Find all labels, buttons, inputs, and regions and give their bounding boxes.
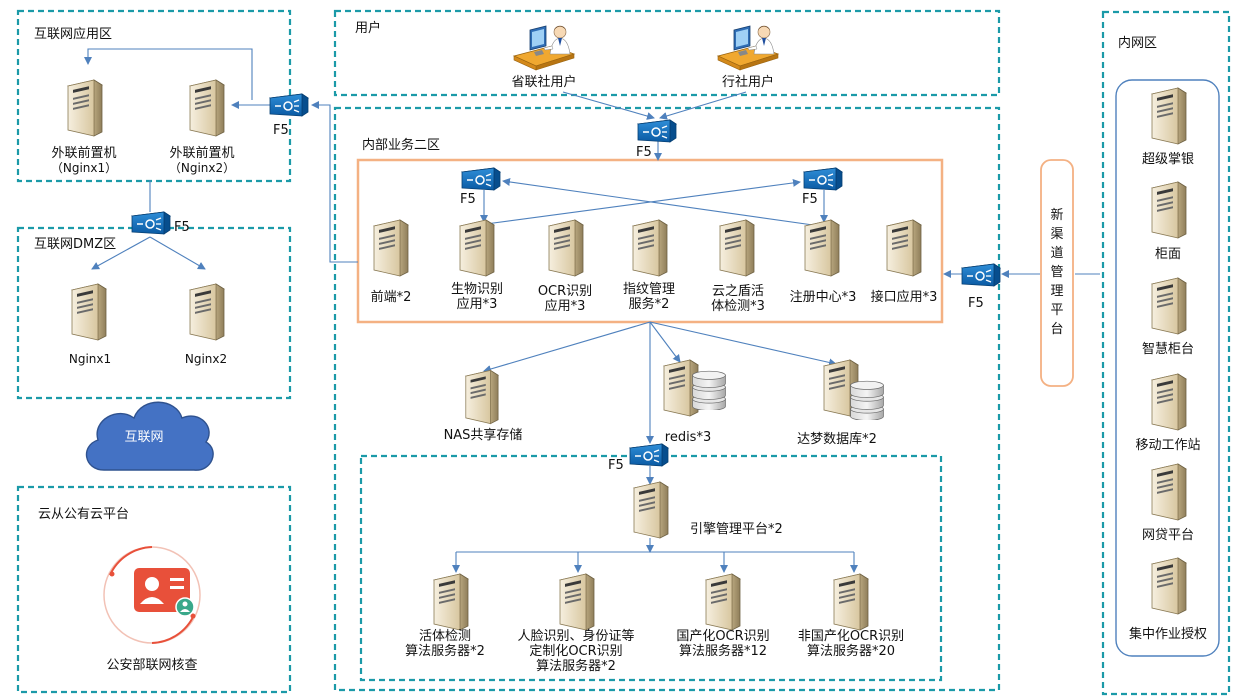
app-server-icon-interface [886, 219, 922, 277]
dameng-db-icon [850, 380, 884, 420]
f5-label-internet-app: F5 [273, 123, 289, 138]
zone-internet-app [16, 9, 292, 183]
algo-server-icon-domestic-ocr [705, 573, 741, 631]
dmz-server-label-1: Nginx1 [68, 352, 112, 366]
intranet-server-icon-5 [1151, 463, 1187, 521]
front-server-label-2: 外联前置机 （Nginx2） [168, 146, 236, 175]
algo-server-icon-foreign-ocr [833, 573, 869, 631]
branch-user-icon [717, 25, 779, 71]
intranet-label-6: 集中作业授权 [1128, 627, 1207, 642]
zone-intranet [1101, 10, 1231, 696]
zone-cloud [16, 485, 292, 694]
cloud-service-label: 公安部联网核查 [106, 658, 198, 673]
algo-server-icon-liveness [433, 573, 469, 631]
nas-server-icon [465, 369, 499, 425]
intranet-server-icon-3 [1151, 277, 1187, 335]
f5-label-dmz: F5 [174, 220, 190, 235]
app-label-bio: 生物识别 应用*3 [450, 282, 503, 312]
connections [84, 48, 1100, 573]
dameng-label: 达梦数据库*2 [797, 432, 877, 447]
algo-label-liveness: 活体检测 算法服务器*2 [405, 629, 485, 659]
f5-icon-dmz [131, 211, 171, 235]
front-server-icon-2 [189, 79, 225, 137]
app-label-liveness: 云之盾活 体检测*3 [711, 284, 765, 314]
province-user-icon [513, 25, 575, 71]
intranet-label-5: 网贷平台 [1141, 528, 1194, 543]
zone-title-users: 用户 [355, 21, 382, 36]
new-channel-platform-label: 新渠道管理平台 [1050, 208, 1064, 337]
f5-label-users: F5 [636, 145, 652, 160]
f5-icon-users [637, 119, 677, 143]
f5-label-biz-right: F5 [802, 192, 818, 207]
app-label-frontend: 前端*2 [370, 290, 412, 305]
app-label-fingerprint: 指纹管理 服务*2 [622, 282, 675, 312]
algo-server-icon-face [559, 573, 595, 631]
id-verification-icon [103, 546, 201, 644]
app-label-registry: 注册中心*3 [789, 290, 857, 305]
dmz-server-icon-1 [71, 283, 107, 341]
dmz-server-icon-2 [189, 283, 225, 341]
dmz-server-label-2: Nginx2 [184, 352, 228, 366]
nas-label: NAS共享存储 [443, 428, 523, 443]
redis-db-icon [692, 370, 726, 410]
app-server-icon-frontend [373, 219, 409, 277]
zone-internal-biz [333, 106, 1001, 692]
intranet-inner-box [1115, 79, 1220, 657]
engine-server-icon [633, 481, 669, 539]
f5-label-biz-left: F5 [460, 192, 476, 207]
zone-title-internet-dmz: 互联网DMZ区 [34, 237, 117, 252]
intranet-label-1: 超级掌银 [1141, 152, 1194, 167]
intranet-server-icon-2 [1151, 181, 1187, 239]
intranet-label-3: 智慧柜台 [1141, 342, 1194, 357]
app-label-ocr: OCR识别 应用*3 [537, 284, 593, 314]
zone-title-internal-biz: 内部业务二区 [362, 138, 441, 153]
f5-icon-new-channel [961, 263, 1001, 287]
front-server-icon-1 [67, 79, 103, 137]
internet-label: 互联网 [124, 430, 164, 445]
new-channel-box [1040, 159, 1074, 387]
intranet-label-4: 移动工作站 [1135, 438, 1201, 453]
f5-label-new-channel: F5 [968, 296, 984, 311]
algo-label-domestic-ocr: 国产化OCR识别 算法服务器*12 [676, 629, 770, 659]
algo-label-face: 人脸识别、身份证等 定制化OCR识别 算法服务器*2 [517, 629, 635, 674]
zone-title-cloud: 云从公有云平台 [38, 507, 130, 522]
f5-label-algo: F5 [608, 458, 624, 473]
app-server-icon-liveness [719, 219, 755, 277]
zone-internet-dmz [16, 226, 292, 400]
zone-users [333, 9, 1001, 97]
intranet-label-2: 柜面 [1154, 247, 1181, 262]
engine-label: 引擎管理平台*2 [690, 522, 783, 537]
algo-label-foreign-ocr: 非国产化OCR识别 算法服务器*20 [797, 629, 905, 659]
zone-title-internet-app: 互联网应用区 [34, 27, 113, 42]
f5-icon-biz-right [803, 167, 843, 191]
internet-cloud-icon [86, 401, 214, 471]
app-server-icon-bio [459, 219, 495, 277]
intranet-server-icon-1 [1151, 87, 1187, 145]
f5-icon-biz-left [461, 167, 501, 191]
app-server-icon-ocr [548, 219, 584, 277]
branch-user-label: 行社用户 [721, 75, 774, 90]
front-server-label-1: 外联前置机 （Nginx1） [50, 146, 118, 175]
f5-icon-internet-app [269, 93, 309, 117]
app-server-icon-fingerprint [632, 219, 668, 277]
redis-label: redis*3 [664, 430, 712, 445]
province-user-label: 省联社用户 [511, 75, 577, 90]
app-label-interface: 接口应用*3 [870, 290, 938, 305]
intranet-server-icon-6 [1151, 557, 1187, 615]
app-server-icon-registry [804, 219, 840, 277]
zone-title-intranet: 内网区 [1118, 36, 1158, 51]
intranet-server-icon-4 [1151, 373, 1187, 431]
f5-icon-algo [629, 443, 669, 467]
